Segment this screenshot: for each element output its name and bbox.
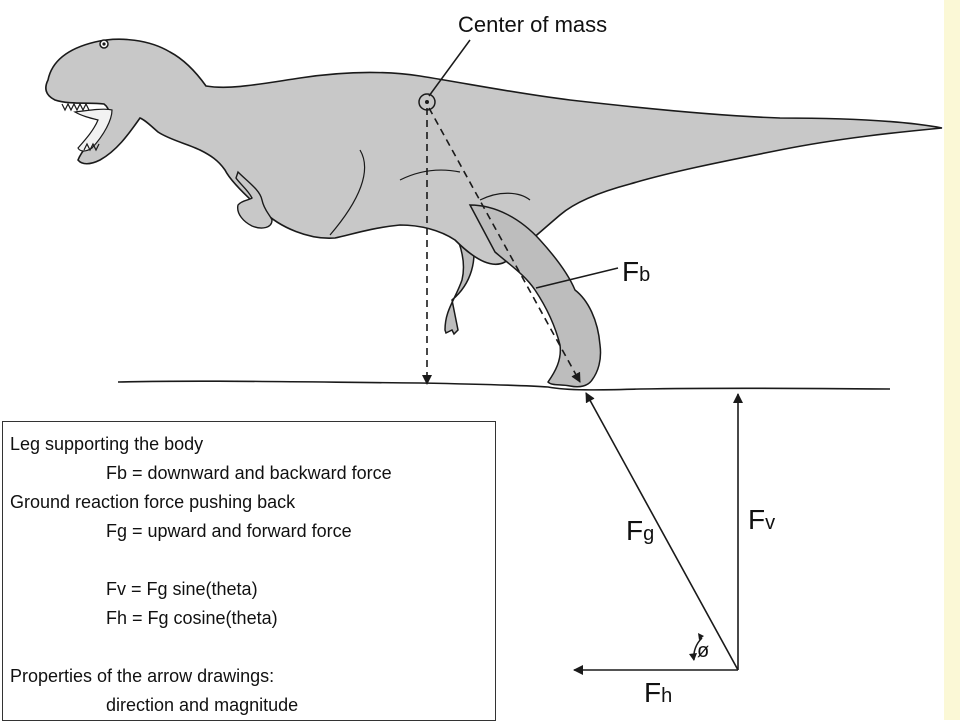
fb-label-sub: b <box>639 264 651 286</box>
fb-label-main: F <box>622 256 640 287</box>
textbox-line: Leg supporting the body <box>10 434 204 454</box>
near-leg <box>468 204 602 388</box>
fv-label-sub: v <box>765 512 776 534</box>
ground-line <box>117 380 891 391</box>
textbox-line: Fh = Fg cosine(theta) <box>106 608 278 628</box>
textbox-line: Properties of the arrow drawings: <box>10 666 275 686</box>
fb-label: Fb <box>622 258 650 286</box>
textbox-line: Fg = upward and forward force <box>106 521 352 541</box>
fv-label-main: F <box>748 504 766 535</box>
fg-arrow <box>585 392 739 671</box>
fb-dashed-line <box>428 107 581 383</box>
teeth <box>61 102 100 152</box>
mouth <box>73 108 113 152</box>
fg-label: Fg <box>626 517 654 545</box>
fh-label: Fh <box>644 679 672 707</box>
center-of-mass-pointer <box>428 39 471 97</box>
right-edge-strip <box>944 0 960 720</box>
angle-label: ø <box>697 640 710 662</box>
center-of-mass-label: Center of mass <box>458 12 608 37</box>
textbox-line <box>10 546 495 575</box>
explanation-textbox: Leg supporting the body Fb = downward an… <box>2 421 496 721</box>
fh-label-main: F <box>644 677 662 708</box>
dinosaur-body <box>45 38 943 265</box>
fg-label-main: F <box>626 515 644 546</box>
fg-label-sub: g <box>643 523 655 545</box>
small-arm <box>235 170 273 229</box>
textbox-line: direction and magnitude <box>106 695 299 715</box>
fv-label: Fv <box>748 506 775 534</box>
textbox-line: Ground reaction force pushing back <box>10 492 296 512</box>
textbox-line: Fb = downward and backward force <box>106 463 392 483</box>
fh-label-sub: h <box>661 685 673 707</box>
textbox-line: Fv = Fg sine(theta) <box>106 579 258 599</box>
textbox-line <box>10 633 495 662</box>
